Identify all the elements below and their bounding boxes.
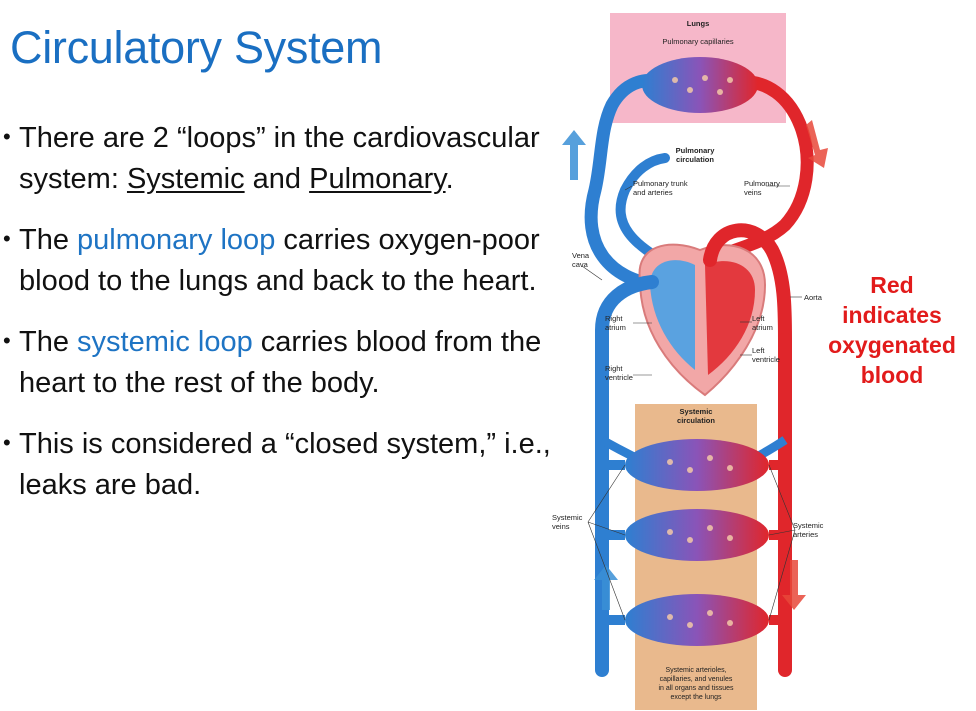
label-right-ventricle: Right	[605, 364, 623, 373]
bullet-item: • This is considered a “closed system,” i…	[0, 424, 565, 506]
label-systemic-circulation: Systemic	[680, 407, 713, 416]
label-pulmonary-trunk: Pulmonary trunk	[633, 179, 688, 188]
capillary-connectors-left	[602, 460, 625, 625]
bullet-text: .	[445, 163, 454, 195]
pulmonary-artery-vessel	[584, 74, 665, 292]
label-pulmonary-veins: Pulmonary	[744, 179, 780, 188]
label-vena-cava: Vena	[572, 251, 590, 260]
label-pulmonary-veins: veins	[744, 188, 762, 197]
bullet-dot-icon: •	[3, 226, 11, 251]
bullet-dot-icon: •	[3, 430, 11, 455]
label-systemic-circulation: circulation	[677, 416, 715, 425]
systemic-capillary-bed-2	[625, 509, 769, 561]
note-line: blood	[860, 362, 924, 388]
bullet-text: and	[244, 163, 310, 195]
label-capillaries-note: in all organs and tissues	[658, 685, 734, 692]
systemic-capillary-bed-3	[625, 594, 769, 646]
label-systemic-arteries: Systemic	[793, 521, 824, 530]
label-capillaries-note: Systemic arterioles,	[665, 667, 726, 674]
label-pulmonary-trunk: and arteries	[633, 188, 673, 197]
note-line: oxygenated	[828, 332, 956, 358]
bullet-list: • There are 2 “loops” in the cardiovascul…	[0, 118, 565, 526]
label-systemic-arteries: arteries	[793, 530, 818, 539]
bullet-text: There are 2 “loops” in the cardiovascula…	[19, 122, 540, 195]
label-left-atrium: Left	[752, 314, 765, 323]
highlighted-term: systemic loop	[77, 326, 253, 358]
pulmonary-vein-vessel	[698, 75, 814, 272]
right-heart-chamber	[650, 260, 695, 370]
label-capillaries-note: except the lungs	[671, 694, 722, 701]
bullet-text: carries oxygen-poor blood to the lungs a…	[19, 224, 540, 297]
arrow-up-icon	[562, 130, 586, 180]
aorta-vessel	[703, 223, 792, 347]
bullet-text: The	[19, 224, 78, 256]
bullet-text: carries blood from the heart to the rest…	[19, 326, 542, 399]
bullet-item: • There are 2 “loops” in the cardiovascul…	[0, 118, 565, 200]
bullet-dot-icon: •	[3, 328, 11, 353]
label-left-ventricle: Left	[752, 346, 765, 355]
bullet-item: • The systemic loop carries blood from th…	[0, 322, 565, 404]
pulmonary-trunk-vessel	[615, 153, 675, 270]
note-line: indicates	[842, 302, 942, 328]
leader-lines	[581, 185, 802, 621]
label-right-atrium: Right	[605, 314, 623, 323]
slide-title: Circulatory System	[10, 22, 383, 73]
label-left-atrium: atrium	[752, 323, 773, 332]
arrow-up-icon	[594, 565, 618, 610]
label-left-ventricle: ventricle	[752, 355, 780, 364]
label-right-atrium: atrium	[605, 323, 626, 332]
label-pulmonary-circulation: Pulmonary	[676, 146, 716, 155]
note-line: Red	[870, 272, 914, 298]
left-heart-chamber	[705, 261, 755, 375]
systemic-capillary-bed-1	[625, 439, 769, 491]
bullet-text: The	[19, 326, 78, 358]
circulation-diagram: Lungs Pulmonary capillaries Pulmonary ci…	[552, 13, 828, 710]
vena-cava-vessel	[595, 275, 659, 677]
label-lungs: Lungs	[687, 19, 710, 28]
arrow-down-icon	[806, 120, 828, 168]
label-right-ventricle: ventricle	[605, 373, 633, 382]
underlined-term: Pulmonary	[309, 163, 446, 195]
label-vena-cava: cava	[572, 260, 589, 269]
arrow-down-icon	[782, 560, 806, 610]
bullet-text: This is considered a “closed system,” i.…	[19, 428, 551, 501]
label-pulmonary-capillaries: Pulmonary capillaries	[662, 37, 734, 46]
label-systemic-veins: Systemic	[552, 513, 583, 522]
bullet-dot-icon: •	[3, 124, 11, 149]
oxygenated-blood-note: Red indicates oxygenated blood	[812, 270, 972, 390]
capillary-texture	[667, 75, 733, 628]
pulmonary-capillary-bed	[642, 57, 758, 113]
underlined-term: Systemic	[126, 163, 245, 195]
capillary-connectors-right	[769, 460, 785, 625]
bullet-item: • The pulmonary loop carries oxygen-poor …	[0, 220, 565, 302]
label-systemic-veins: veins	[552, 522, 570, 531]
label-pulmonary-circulation: circulation	[676, 155, 714, 164]
highlighted-term: pulmonary loop	[77, 224, 276, 256]
label-aorta: Aorta	[804, 293, 823, 302]
label-capillaries-note: capillaries, and venules	[660, 676, 733, 683]
